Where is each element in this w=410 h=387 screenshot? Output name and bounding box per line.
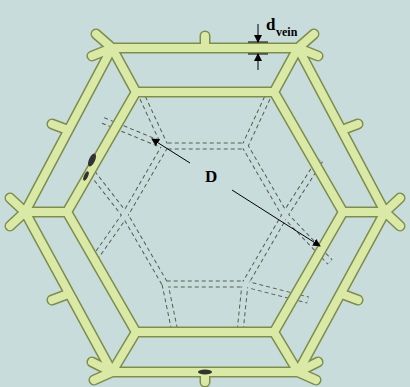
subscript-label: vein <box>276 26 297 38</box>
dimension-label: D <box>203 168 219 185</box>
dimension-symbol: d <box>266 16 275 33</box>
dimension-arrows <box>152 24 320 246</box>
small-markers <box>82 152 212 374</box>
